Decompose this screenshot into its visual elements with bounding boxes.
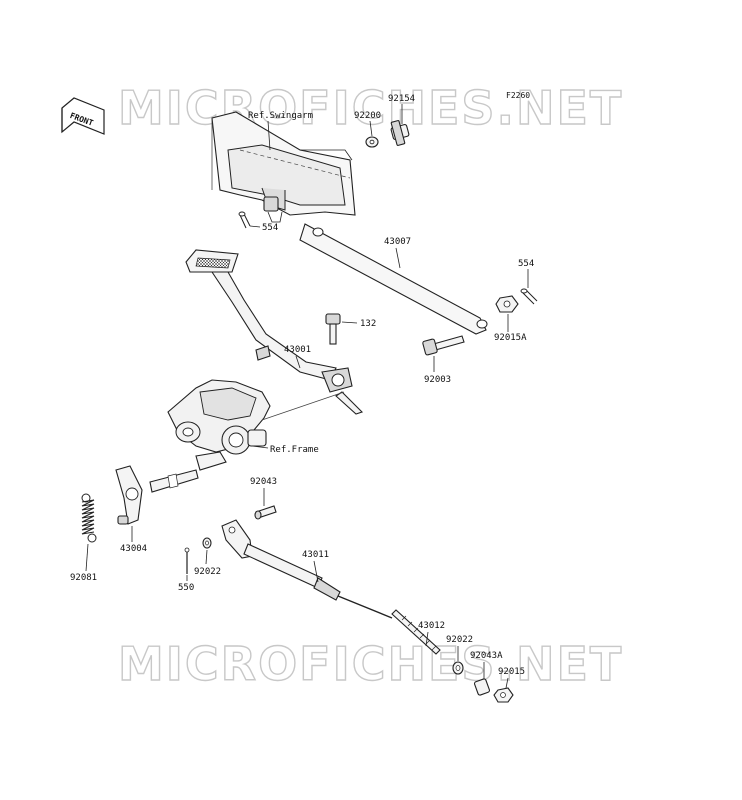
watermark-top: MICROFICHES.NET [118,81,623,135]
watermark-bottom: MICROFICHES.NET [118,637,623,691]
part-43001-brake-pedal [185,249,364,415]
part-92043A-collar [473,678,491,696]
part-92200-washer [365,136,379,148]
label-92015A: 92015A [494,333,527,343]
part-554-cotter-pin-right [520,288,538,305]
label-92003: 92003 [424,375,451,385]
part-554-cotter-pin-left [238,211,251,229]
part-92003-bolt [422,335,465,356]
label-92043A: 92043A [470,651,503,661]
part-43011-brake-cable [221,519,393,619]
ref-swingarm-label: Ref.Swingarm [248,111,313,121]
label-92015: 92015 [498,667,525,677]
label-92154: 92154 [388,94,415,104]
label-92022-left: 92022 [194,567,221,577]
label-92200: 92200 [354,111,381,121]
label-550: 550 [178,583,194,593]
part-92022-washer-left [202,537,212,549]
part-132-bolt [325,313,341,345]
part-92081-return-spring [81,493,97,543]
label-92043: 92043 [250,477,277,487]
part-92154-bolt [390,120,410,146]
part-43012-threaded-rod [391,609,441,655]
part-92015-nut [493,687,514,703]
label-92022-right: 92022 [446,635,473,645]
front-arrow-icon: FRONT [61,97,105,135]
swingarm-reference-drawing [211,111,356,223]
label-43004: 43004 [120,544,147,554]
frame-reference-drawing [167,379,345,471]
part-550-cotter-pin [184,547,190,574]
part-92043-pin [254,505,277,520]
part-43007-brake-rod [299,223,488,335]
label-554-right: 554 [518,259,534,269]
label-43011: 43011 [302,550,329,560]
label-92081: 92081 [70,573,97,583]
label-43007: 43007 [384,237,411,247]
part-43004-brake-lever [115,465,199,525]
part-92015A-nut [495,295,519,313]
ref-frame-label: Ref.Frame [270,445,319,455]
label-43001: 43001 [284,345,311,355]
label-554-left: 554 [262,223,278,233]
part-92022-washer-right [452,661,464,675]
label-132: 132 [360,319,376,329]
figure-id: F2260 [506,91,530,100]
label-43012: 43012 [418,621,445,631]
